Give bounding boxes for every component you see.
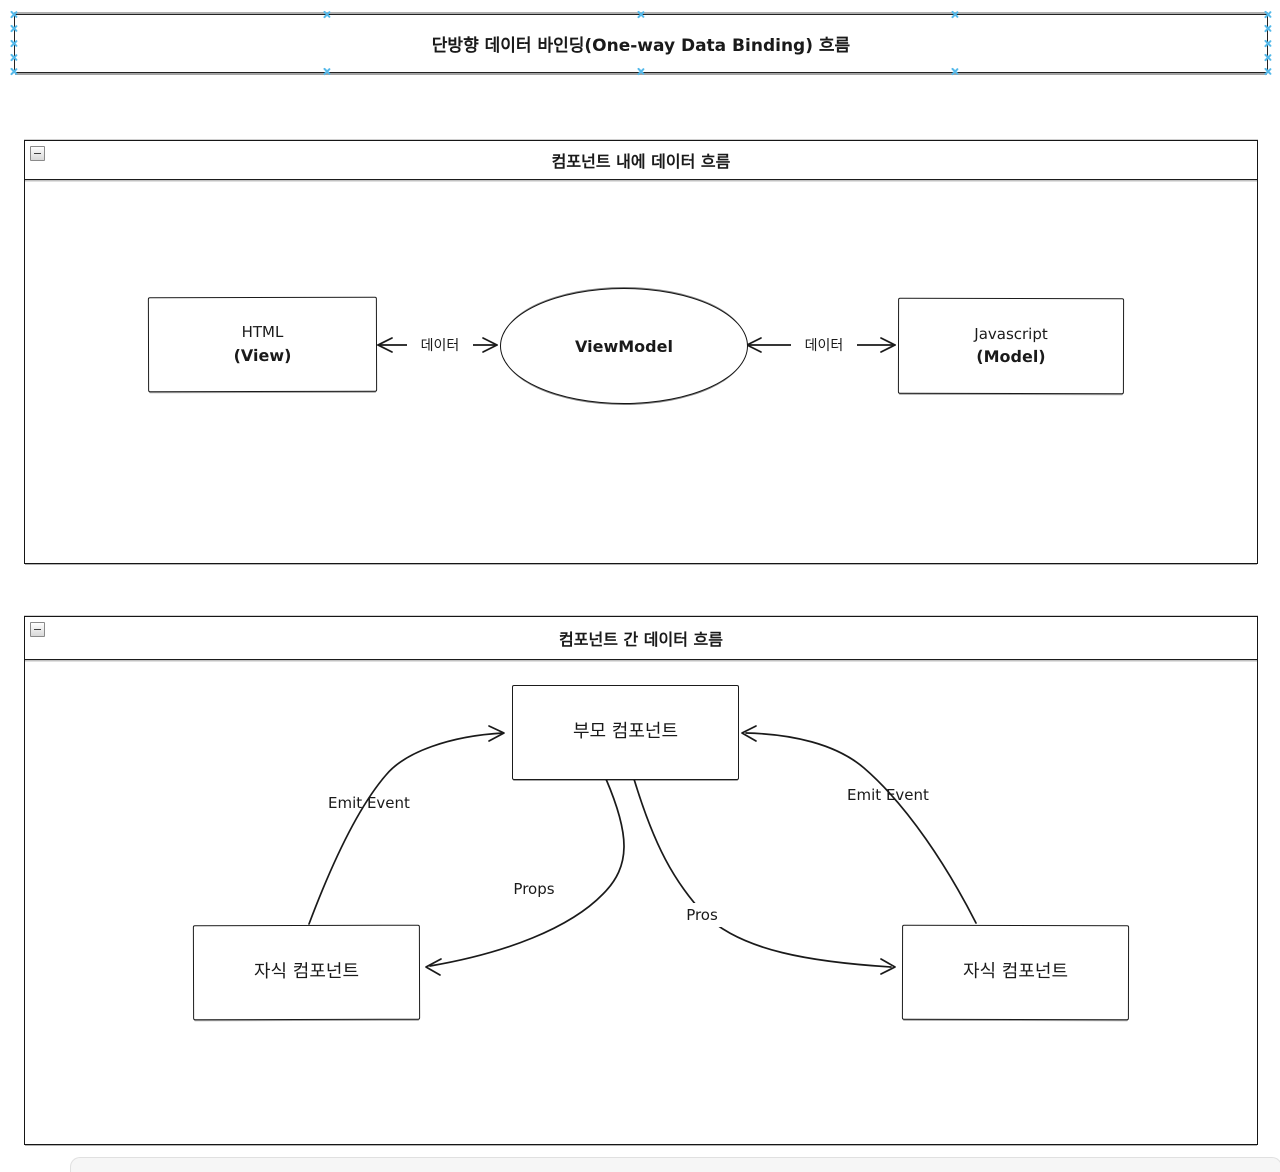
- node-viewmodel[interactable]: ViewModel: [500, 288, 748, 404]
- connection-point-icon[interactable]: [1264, 24, 1273, 33]
- connection-point-icon[interactable]: [951, 10, 960, 19]
- connection-point-icon[interactable]: [10, 39, 19, 48]
- edge-label-emit-left[interactable]: Emit Event: [328, 794, 410, 812]
- connection-point-icon[interactable]: [10, 53, 19, 62]
- connection-point-icon[interactable]: [323, 67, 332, 76]
- panel-between-header: 컴포넌트 간 데이터 흐름: [25, 617, 1257, 660]
- connection-point-icon[interactable]: [10, 10, 19, 19]
- panel-internal-header: 컴포넌트 내에 데이터 흐름: [25, 141, 1257, 180]
- node-child-right-label: 자식 컴포넌트: [962, 961, 1069, 983]
- edge-label-props-right[interactable]: Pros: [672, 903, 732, 927]
- node-parent-component[interactable]: 부모 컴포넌트: [512, 685, 739, 780]
- connection-point-icon[interactable]: [637, 10, 646, 19]
- connection-point-icon[interactable]: [10, 67, 19, 76]
- node-javascript-model[interactable]: Javascript (Model): [897, 297, 1125, 395]
- edge-label-props-left[interactable]: Props: [500, 877, 568, 901]
- collapse-minus-icon[interactable]: [30, 622, 45, 637]
- node-html-view-line1: HTML: [241, 322, 284, 342]
- node-viewmodel-label: ViewModel: [575, 336, 673, 356]
- cutoff-shape-bottom: [70, 1157, 1280, 1172]
- connection-point-icon[interactable]: [323, 10, 332, 19]
- node-child-component-left[interactable]: 자식 컴포넌트: [192, 924, 421, 1021]
- connection-point-icon[interactable]: [951, 67, 960, 76]
- diagram-title: 단방향 데이터 바인딩(One-way Data Binding) 흐름: [431, 36, 851, 56]
- node-javascript-model-line2: (Model): [976, 347, 1046, 367]
- node-parent-label: 부모 컴포넌트: [572, 721, 679, 743]
- collapse-minus-icon[interactable]: [30, 146, 45, 161]
- connection-point-icon[interactable]: [1264, 39, 1273, 48]
- connection-point-icon[interactable]: [1264, 53, 1273, 62]
- diagram-title-box[interactable]: 단방향 데이터 바인딩(One-way Data Binding) 흐름: [14, 14, 1268, 73]
- connection-point-icon[interactable]: [1264, 10, 1273, 19]
- panel-between-title: 컴포넌트 간 데이터 흐름: [559, 630, 723, 649]
- edge-label-data-left[interactable]: 데이터: [407, 334, 473, 356]
- node-child-left-label: 자식 컴포넌트: [253, 961, 360, 983]
- connection-point-icon[interactable]: [1264, 67, 1273, 76]
- node-child-component-right[interactable]: 자식 컴포넌트: [901, 924, 1130, 1021]
- edge-label-data-right[interactable]: 데이터: [791, 334, 857, 356]
- node-html-view[interactable]: HTML (View): [147, 296, 378, 393]
- connection-point-icon[interactable]: [10, 24, 19, 33]
- connection-point-icon[interactable]: [637, 67, 646, 76]
- edge-label-emit-right[interactable]: Emit Event: [847, 786, 929, 804]
- node-javascript-model-line1: Javascript: [974, 324, 1048, 343]
- node-html-view-line2: (View): [233, 345, 292, 365]
- panel-internal-title: 컴포넌트 내에 데이터 흐름: [551, 152, 731, 171]
